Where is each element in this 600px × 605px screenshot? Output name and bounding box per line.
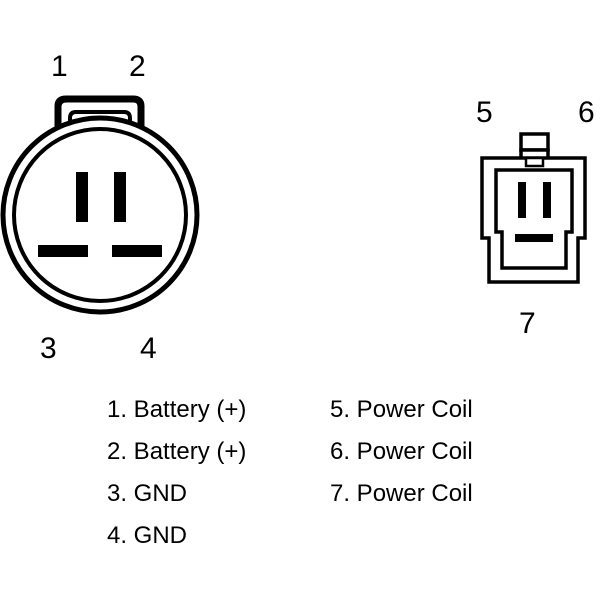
legend-item-3: 3. GND [107,480,188,507]
small-connector [480,132,587,284]
small-connector-inner-shell [494,168,574,270]
legend-item-7: 7. Power Coil [330,480,473,507]
round-connector-inner-ring [12,127,188,303]
small-connector-latch-top [519,132,550,152]
pin-1-terminal [76,172,88,222]
pin-3-terminal [38,245,88,257]
legend-item-2: 2. Battery (+) [107,438,247,465]
legend-item-6: 6. Power Coil [330,438,473,465]
pin-label-5: 5 [476,96,493,129]
legend-item-5: 5. Power Coil [330,396,473,423]
round-connector-key-inner [68,110,132,136]
pin-label-2: 2 [129,50,146,83]
small-connector-latch-inner [524,156,545,168]
pin-label-6: 6 [578,96,595,129]
pin-4-terminal [112,245,162,257]
pin-5-terminal [518,182,526,218]
pin-label-1: 1 [51,50,68,83]
legend-item-4: 4. GND [107,522,188,549]
pin-label-3: 3 [40,332,57,365]
pin-label-7: 7 [519,307,536,340]
pin-6-terminal [543,182,551,218]
pin-label-4: 4 [140,332,157,365]
pin-7-terminal [515,234,553,242]
round-connector [0,95,200,315]
pin-2-terminal [114,172,126,222]
legend-item-1: 1. Battery (+) [107,396,247,423]
